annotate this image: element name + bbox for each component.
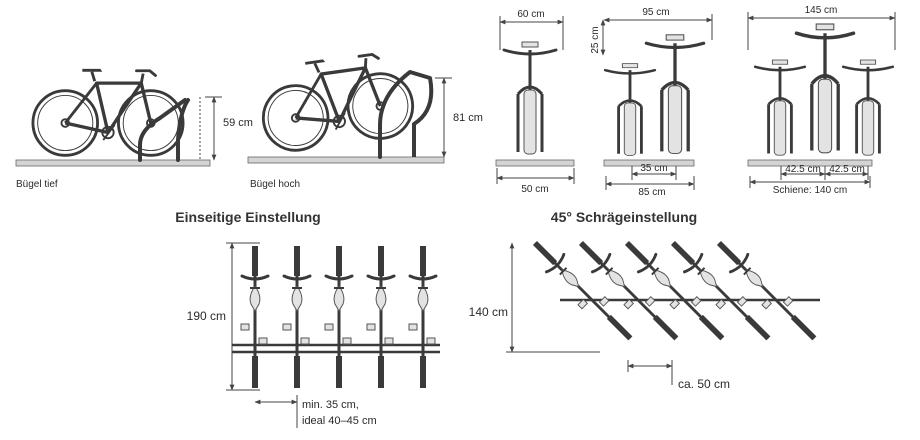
triple-rail-length: Schiene: 140 cm: [773, 185, 848, 196]
double-base-width: 85 cm: [638, 187, 665, 198]
high-rack-caption: Bügel hoch: [250, 179, 300, 190]
straight-title: Einseitige Einstellung: [175, 209, 320, 225]
double-offset-label: 25 cm: [590, 26, 601, 53]
straight-depth-label: 190 cm: [187, 309, 226, 323]
low-rack-caption: Bügel tief: [16, 179, 58, 190]
front-view-double: 25 cm 95 cm 35 cm 85 cm: [590, 7, 713, 198]
plan-view-straight: Einseitige Einstellung 190 cm min. 35 cm…: [175, 209, 440, 428]
triple-top-width: 145 cm: [805, 5, 838, 16]
low-height-label: 59 cm: [223, 117, 253, 129]
front-view-single: 60 cm 50 cm: [495, 9, 575, 195]
double-top-width: 95 cm: [642, 7, 669, 18]
high-height-label: 81 cm: [453, 112, 483, 124]
straight-spacing-min: min. 35 cm,: [302, 399, 359, 411]
single-base-width: 50 cm: [521, 184, 548, 195]
angled-title: 45° Schrägeinstellung: [551, 209, 697, 225]
angled-depth-label: 140 cm: [469, 305, 508, 319]
front-view-triple: 145 cm 42.5 cm 42.5 cm Schiene: 140 cm: [747, 5, 896, 196]
straight-spacing-ideal: ideal 40–45 cm: [302, 415, 377, 427]
side-view-low: 59 cm Bügel tief: [15, 67, 253, 190]
angled-spacing-label: ca. 50 cm: [678, 377, 730, 391]
side-view-high: 81 cm Bügel hoch: [247, 46, 483, 190]
single-top-width: 60 cm: [517, 9, 544, 20]
plan-view-angled: 45° Schrägeinstellung 140 cm ca. 50 cm: [469, 209, 823, 391]
double-inner-spacing: 35 cm: [640, 163, 667, 174]
triple-spacing-left: 42.5 cm: [785, 164, 821, 175]
triple-spacing-right: 42.5 cm: [829, 164, 865, 175]
